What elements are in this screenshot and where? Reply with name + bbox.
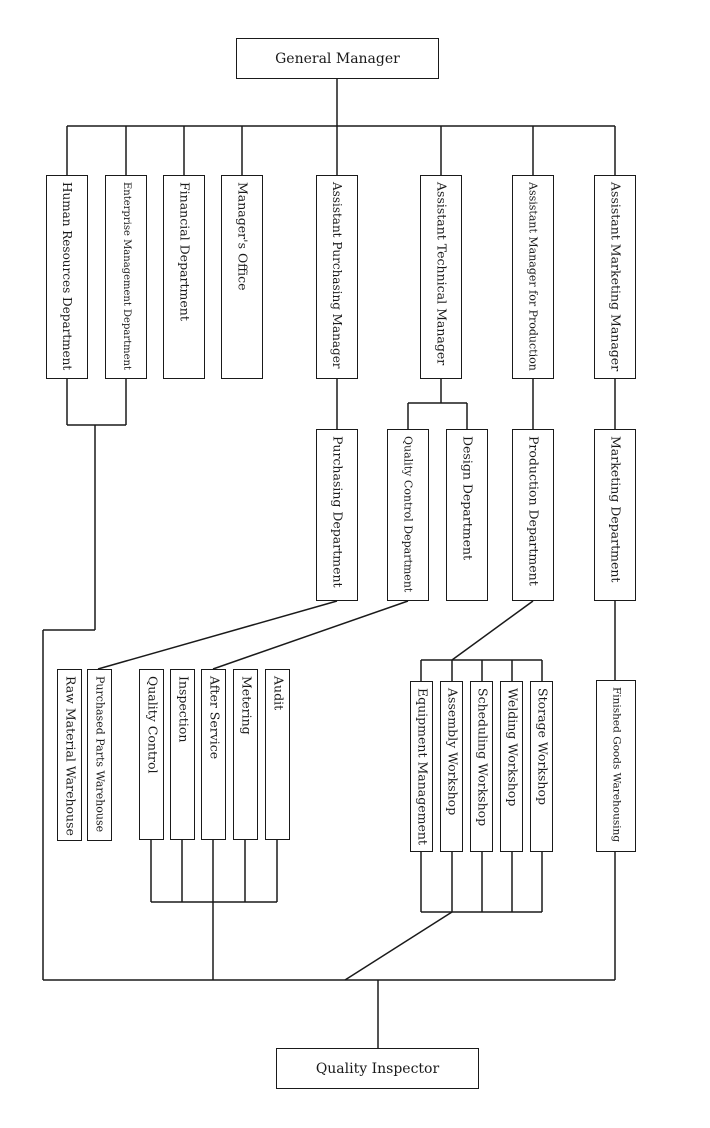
- scheduling-workshop-box: Scheduling Workshop: [470, 681, 493, 852]
- metering-box: Metering: [233, 669, 258, 840]
- quality-control-department-box: Quality Control Department: [387, 429, 429, 601]
- quality-control-unit-box: Quality Control: [139, 669, 164, 840]
- storage-workshop-label: Storage Workshop: [534, 688, 550, 805]
- assistant-marketing-manager-box: Assistant Marketing Manager: [594, 175, 636, 379]
- assistant-technical-manager-box: Assistant Technical Manager: [420, 175, 462, 379]
- purchased-parts-warehouse-label: Purchased Parts Warehouse: [93, 676, 106, 833]
- welding-workshop-label: Welding Workshop: [504, 688, 520, 807]
- scheduling-workshop-label: Scheduling Workshop: [474, 688, 490, 827]
- storage-workshop-box: Storage Workshop: [530, 681, 553, 852]
- design-department-label: Design Department: [460, 436, 476, 561]
- metering-label: Metering: [238, 676, 254, 735]
- design-department-box: Design Department: [446, 429, 488, 601]
- welding-workshop-box: Welding Workshop: [500, 681, 523, 852]
- marketing-department-box: Marketing Department: [594, 429, 636, 601]
- production-department-label: Production Department: [526, 436, 542, 586]
- assistant-marketing-manager-label: Assistant Marketing Manager: [608, 182, 624, 372]
- financial-department-box: Financial Department: [163, 175, 205, 379]
- assistant-technical-manager-label: Assistant Technical Manager: [434, 182, 450, 366]
- finished-goods-warehousing-label: Finished Goods Warehousing: [610, 687, 623, 843]
- assembly-workshop-label: Assembly Workshop: [444, 688, 460, 816]
- production-department-box: Production Department: [512, 429, 554, 601]
- enterprise-management-label: Enterprise Management Department: [121, 182, 132, 370]
- assistant-manager-production-box: Assistant Manager for Production: [512, 175, 554, 379]
- hr-department-box: Human Resources Department: [46, 175, 88, 379]
- quality-control-unit-label: Quality Control: [144, 676, 160, 774]
- marketing-department-label: Marketing Department: [608, 436, 624, 583]
- assistant-purchasing-manager-box: Assistant Purchasing Manager: [316, 175, 358, 379]
- quality-inspector-box: Quality Inspector: [276, 1048, 479, 1089]
- equipment-management-label: Equipment Management: [414, 688, 430, 845]
- equipment-management-box: Equipment Management: [410, 681, 433, 852]
- purchasing-department-label: Purchasing Department: [330, 436, 346, 588]
- hr-department-label: Human Resources Department: [60, 182, 74, 371]
- audit-box: Audit: [265, 669, 290, 840]
- raw-material-warehouse-box: Raw Material Warehouse: [57, 669, 82, 841]
- managers-office-box: Manager's Office: [221, 175, 263, 379]
- audit-label: Audit: [270, 676, 286, 711]
- enterprise-management-box: Enterprise Management Department: [105, 175, 147, 379]
- assistant-purchasing-manager-label: Assistant Purchasing Manager: [330, 182, 344, 369]
- after-service-box: After Service: [201, 669, 226, 840]
- inspection-label: Inspection: [175, 676, 191, 743]
- general-manager-box: General Manager: [236, 38, 439, 79]
- financial-department-label: Financial Department: [177, 182, 193, 321]
- after-service-label: After Service: [206, 676, 222, 760]
- managers-office-label: Manager's Office: [235, 182, 251, 291]
- assistant-manager-production-label: Assistant Manager for Production: [526, 182, 540, 371]
- inspection-box: Inspection: [170, 669, 195, 840]
- quality-control-department-label: Quality Control Department: [401, 436, 415, 593]
- finished-goods-warehousing-box: Finished Goods Warehousing: [596, 680, 636, 852]
- purchased-parts-warehouse-box: Purchased Parts Warehouse: [87, 669, 112, 841]
- assembly-workshop-box: Assembly Workshop: [440, 681, 463, 852]
- purchasing-department-box: Purchasing Department: [316, 429, 358, 601]
- raw-material-warehouse-label: Raw Material Warehouse: [62, 676, 78, 836]
